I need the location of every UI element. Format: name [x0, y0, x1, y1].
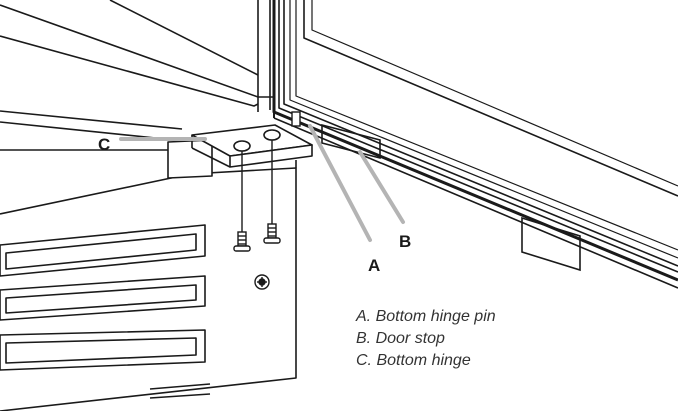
hinge-pin: [291, 111, 301, 127]
callout-b: B: [399, 232, 411, 251]
cabinet-front: [0, 145, 297, 411]
leader-b: [358, 150, 405, 224]
bottom-hinge: [167, 124, 313, 179]
callout-labels: A B C: [98, 135, 411, 275]
refrigerator-door: [272, 0, 678, 289]
legend-item-c: C. Bottom hinge: [356, 352, 471, 369]
cabinet-interior: [0, 0, 274, 151]
screw-left-icon: [233, 231, 251, 252]
legend: A. Bottom hinge pin B. Door stop C. Bott…: [356, 306, 496, 372]
hinge-screws: [233, 140, 281, 290]
legend-item-b: B. Door stop: [356, 330, 445, 347]
screw-hole-icon: [254, 274, 270, 290]
legend-item-a: A. Bottom hinge pin: [356, 308, 496, 325]
leader-a: [308, 124, 372, 242]
callout-c: C: [98, 135, 110, 154]
leader-lines: [119, 124, 405, 242]
callout-a: A: [368, 256, 380, 275]
screw-right-icon: [263, 223, 281, 244]
